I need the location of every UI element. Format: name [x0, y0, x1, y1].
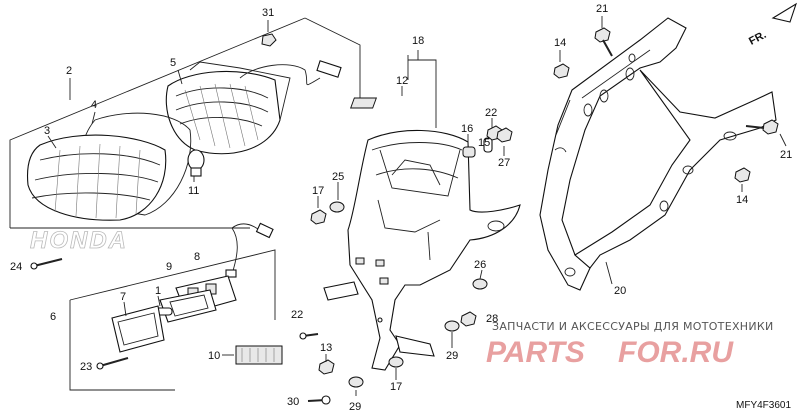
callout-17: 17: [390, 381, 402, 393]
pad-part-12: [350, 97, 378, 109]
bolt-part-21-upper: [594, 27, 613, 57]
group-outline-2: [9, 17, 306, 228]
callout-31: 31: [262, 7, 274, 19]
callout-15: 15: [478, 137, 490, 149]
washer-part-26: [329, 201, 345, 213]
callout-3: 3: [44, 125, 50, 137]
reflector-part-10: [235, 345, 283, 365]
watermark-caption: ЗАПЧАСТИ И АКСЕССУАРЫ ДЛЯ МОТОТЕХНИКИ: [492, 320, 774, 333]
rear-fender-part-19: [323, 50, 521, 371]
bulb-part-11: [187, 149, 205, 177]
callout-14-lower: 14: [736, 194, 748, 206]
leader-4: [91, 111, 96, 125]
callout-18: 17: [312, 185, 324, 197]
washer-part-29-lower: [348, 376, 364, 388]
callout-23: 22: [485, 107, 497, 119]
callout-4: 4: [91, 99, 97, 111]
front-direction-arrow: [771, 2, 797, 23]
callout-20: 20: [614, 285, 626, 297]
leader-20: [605, 261, 613, 285]
license-light-group: [69, 222, 276, 391]
callout-13: 13: [320, 342, 332, 354]
collar-part-17: [388, 356, 404, 368]
callout-27: 26: [474, 259, 486, 271]
housing-part-5: [165, 60, 342, 155]
group-outline-19: [407, 55, 437, 128]
callout-8: 8: [194, 251, 200, 263]
nut-part-28-lower: [460, 311, 477, 327]
callout-14-upper: 14: [554, 37, 566, 49]
callout-labels: 31 2 5 4 3 11 24 8 9 1 7 6 23 10 18 12 1…: [10, 3, 792, 413]
callout-30: 30: [287, 396, 299, 408]
callout-10: 10: [208, 350, 220, 362]
bolt-part-22: [299, 332, 319, 340]
grab-rail-part-20: [539, 17, 777, 291]
watermark: ЗАПЧАСТИ И АКСЕССУАРЫ ДЛЯ МОТОТЕХНИКИ PA…: [486, 320, 774, 369]
leader-1: [157, 295, 161, 307]
screw-part-24: [96, 357, 129, 370]
callout-1: 1: [155, 285, 161, 297]
group-outline-6: [69, 300, 175, 391]
diagram-code: MFY4F3601: [736, 400, 791, 411]
callout-28-lower: 28: [486, 313, 498, 325]
nut-part-28-upper: [496, 127, 513, 143]
lens-part-3: [26, 134, 167, 221]
nut-part-14-lower: [734, 167, 751, 183]
watermark-brand-left: PARTS: [486, 336, 585, 369]
callout-6: 6: [50, 311, 56, 323]
nut-part-31: [261, 33, 277, 47]
grommet-part-16: [462, 146, 476, 158]
nut-part-13: [318, 359, 335, 375]
front-direction-label: FR.: [747, 29, 768, 48]
callout-29-right: 29: [446, 350, 458, 362]
callout-19: 18: [412, 35, 424, 47]
leader-7: [123, 301, 127, 317]
nut-part-14-upper: [553, 63, 570, 79]
lens-emboss-text: HONDA: [30, 227, 128, 254]
grommet-part-27: [472, 278, 488, 290]
watermark-brand-right: FOR.RU: [618, 336, 734, 369]
screw-part-25: [30, 258, 63, 270]
callout-21-right: 21: [780, 149, 792, 161]
leader-5: [177, 69, 183, 85]
callout-5: 5: [170, 57, 176, 69]
license-lens-part-7: [111, 305, 165, 353]
leader-21-right: [779, 133, 787, 147]
callout-24: 23: [80, 361, 92, 373]
callout-11: 11: [188, 185, 199, 197]
group-outline-2b: [304, 17, 361, 108]
group-outline-6b: [69, 249, 276, 320]
callout-21-upper: 21: [596, 3, 608, 15]
washer-part-29-right: [444, 320, 460, 332]
collar-part-15: [483, 137, 493, 153]
callout-25: 24: [10, 261, 22, 273]
leader-27: [479, 269, 483, 280]
bolt-part-30: [307, 395, 331, 405]
callout-26: 25: [332, 171, 344, 183]
taillight-group: [9, 17, 361, 270]
callout-7: 7: [120, 291, 126, 303]
callout-29-lower: 29: [349, 401, 361, 413]
bolt-part-21-right: [745, 119, 779, 135]
callout-28-upper: 27: [498, 157, 510, 169]
callout-2: 2: [66, 65, 72, 77]
nut-part-18: [310, 209, 327, 225]
leader-3: [47, 135, 57, 149]
callout-16: 16: [461, 123, 473, 135]
callout-12: 12: [396, 75, 408, 87]
callout-22: 22: [291, 309, 303, 321]
callout-9: 9: [166, 261, 172, 273]
lens-holder: [159, 289, 217, 323]
